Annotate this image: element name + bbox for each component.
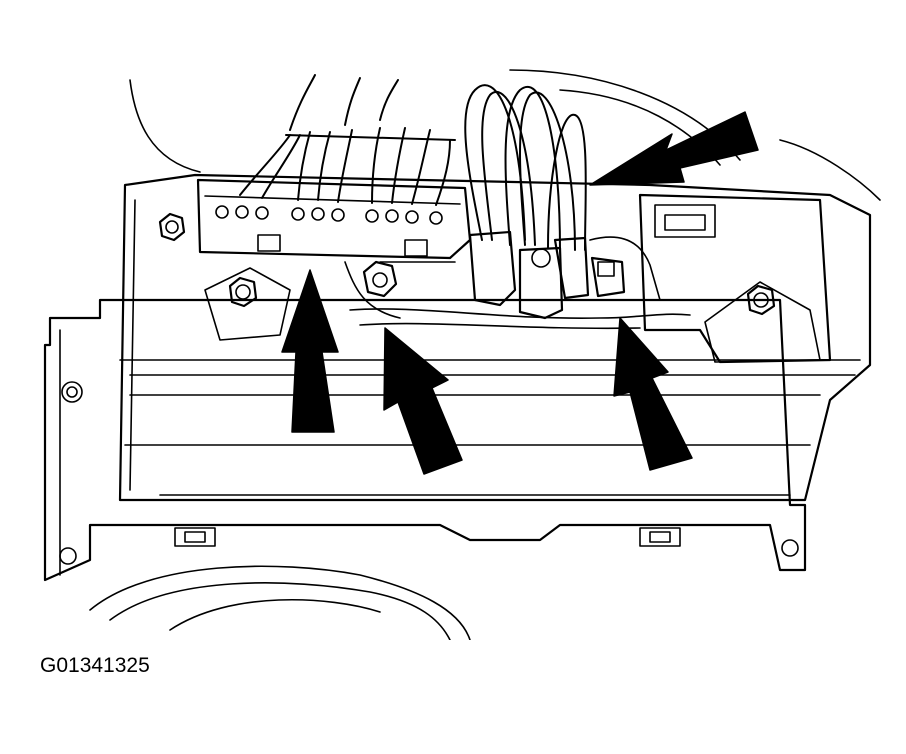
wire-loops [464, 84, 587, 251]
module-housing [118, 173, 872, 502]
arrow-up-left-icon [383, 327, 463, 475]
bracket-hole [781, 539, 799, 557]
arrow-left-icon [589, 111, 759, 186]
harness-wires [239, 74, 456, 206]
arrow-up-icon [281, 269, 339, 433]
arrow-up-left-icon [613, 317, 693, 471]
harness-connector [196, 178, 472, 260]
bolts [158, 212, 776, 316]
figure-code: G01341325 [40, 654, 150, 677]
bracket-slot-left [174, 527, 216, 547]
bracket-slot-right [639, 527, 681, 547]
mounting-bracket [43, 298, 807, 582]
bracket-hole [59, 547, 77, 565]
component-illustration [43, 69, 881, 640]
background-contours [89, 69, 881, 640]
wire-terminals [344, 230, 661, 320]
bolt-icon [158, 212, 186, 242]
indicator-arrows [281, 111, 759, 475]
bolt-icon [746, 284, 776, 316]
stud-icon [61, 381, 83, 403]
ground-nut-icon [362, 260, 398, 298]
bolt-icon [228, 276, 258, 308]
